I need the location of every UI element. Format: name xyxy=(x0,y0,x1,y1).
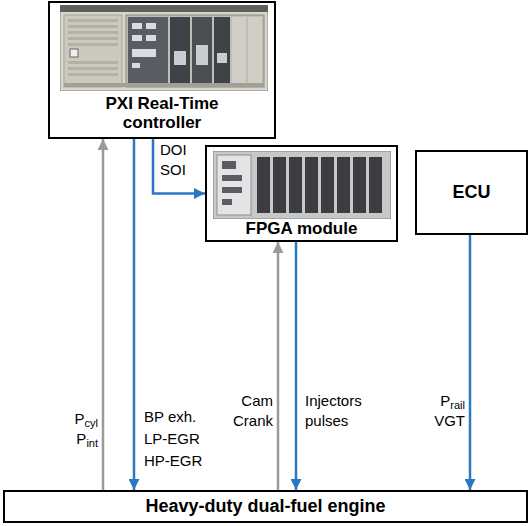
picture-part xyxy=(68,19,118,22)
picture-part xyxy=(68,73,118,76)
picture-part xyxy=(222,175,242,181)
picture-part xyxy=(146,23,156,29)
picture-part xyxy=(132,63,140,68)
picture-part xyxy=(217,155,251,215)
picture-part xyxy=(217,53,227,63)
picture-part xyxy=(353,157,366,213)
signal-name: BP exh. xyxy=(144,408,196,425)
picture-part xyxy=(68,31,118,34)
node-title: PXI Real-Time controller xyxy=(72,94,252,133)
node-title: FPGA module xyxy=(246,219,358,239)
picture-part xyxy=(132,35,142,41)
picture-part xyxy=(321,157,334,213)
picture-part xyxy=(174,45,227,65)
picture-part xyxy=(64,83,264,87)
picture-part xyxy=(126,15,264,87)
picture-part xyxy=(70,49,78,57)
engine-box: Heavy-duty dual-fuel engine xyxy=(3,490,528,523)
picture-part xyxy=(214,17,230,85)
picture-part xyxy=(257,157,382,213)
signal-name: Crank xyxy=(233,412,273,429)
picture-part xyxy=(257,157,270,213)
picture-part xyxy=(146,35,156,41)
picture-part xyxy=(132,23,142,29)
signal-arrow xyxy=(295,242,298,490)
picture-part xyxy=(305,157,318,213)
picture-part xyxy=(132,23,156,68)
node-title: ECU xyxy=(452,182,490,203)
picture-part xyxy=(174,51,186,65)
fpga-chassis-picture xyxy=(213,151,391,219)
signal-arrow xyxy=(277,242,280,490)
signal-name: HP-EGR xyxy=(144,452,202,469)
picture-part xyxy=(170,17,190,85)
picture-part xyxy=(68,67,118,70)
signal-arrow xyxy=(469,235,472,490)
signal-name: Prail xyxy=(440,392,465,409)
signal-name: pulses xyxy=(305,412,348,429)
pxi-chassis-picture xyxy=(60,5,268,91)
picture-part xyxy=(222,161,242,205)
picture-part xyxy=(222,187,242,193)
picture-part xyxy=(337,157,350,213)
picture-part xyxy=(68,25,118,28)
picture-part xyxy=(273,157,286,213)
signal-name: SOI xyxy=(160,161,186,178)
signal-name: LP-EGR xyxy=(144,430,200,447)
picture-part xyxy=(222,161,236,169)
signal-name: Cam xyxy=(241,392,273,409)
signal-name: DOI xyxy=(160,141,187,158)
picture-part xyxy=(192,17,212,85)
fpga-box: FPGA module xyxy=(205,145,398,242)
picture-part xyxy=(68,19,118,76)
picture-part xyxy=(68,61,118,64)
ecu-box: ECU xyxy=(415,150,528,235)
picture-part xyxy=(289,157,302,213)
signal-name: VGT xyxy=(434,412,465,429)
picture-part xyxy=(68,37,118,40)
signal-name: Injectors xyxy=(305,392,362,409)
signal-arrow xyxy=(102,139,105,490)
picture-part xyxy=(248,17,262,85)
picture-part xyxy=(196,45,208,65)
picture-part xyxy=(232,17,246,85)
signal-name: Pint xyxy=(76,430,98,447)
picture-part xyxy=(369,157,382,213)
signal-name: Pcyl xyxy=(75,410,98,427)
picture-part xyxy=(68,43,118,46)
picture-part xyxy=(222,199,232,205)
picture-part xyxy=(213,151,391,219)
signal-arrow xyxy=(133,139,136,490)
signal-arrow xyxy=(153,139,205,194)
controller-box: PXI Real-Time controller xyxy=(48,1,276,139)
picture-part xyxy=(60,5,268,12)
node-title: Heavy-duty dual-fuel engine xyxy=(145,496,385,517)
picture-part xyxy=(60,5,268,91)
picture-part xyxy=(128,17,168,85)
picture-part xyxy=(132,49,156,57)
picture-part xyxy=(64,15,122,87)
